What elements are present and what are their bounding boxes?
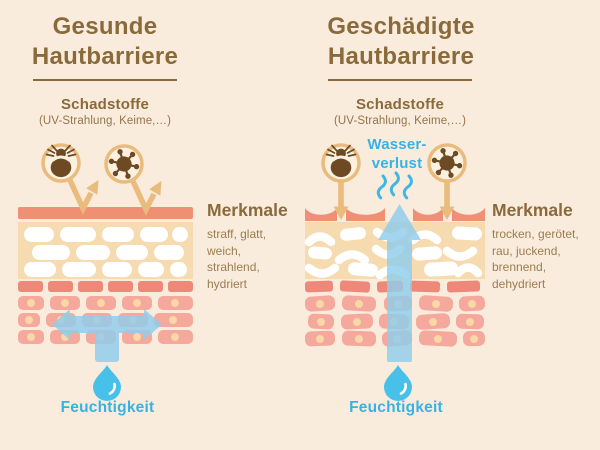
water-loss-line2: verlust bbox=[371, 155, 423, 172]
features-block: Merkmale straff, glatt, weich, strahlend… bbox=[207, 200, 312, 292]
features-line: straff, glatt, bbox=[207, 227, 267, 241]
water-loss-arrow bbox=[378, 204, 421, 362]
features-line: dehydriert bbox=[492, 276, 546, 291]
damaged-panel: Geschädigte Hautbarriere Schadstoffe (UV… bbox=[300, 0, 600, 450]
title-line1: Geschädigte bbox=[327, 13, 475, 40]
pollutants-subtitle: (UV-Strahlung, Keime,…) bbox=[38, 115, 172, 127]
deflected-arrow-icon bbox=[66, 176, 162, 216]
germ-icon bbox=[431, 148, 463, 178]
germ-badge bbox=[427, 143, 467, 183]
germ-badge bbox=[104, 144, 144, 184]
moisture-retained-arrow bbox=[52, 309, 162, 362]
mite-badge bbox=[321, 143, 361, 183]
water-drop-icon bbox=[93, 365, 121, 401]
title-underline bbox=[33, 79, 177, 81]
cell-layer bbox=[18, 222, 193, 279]
title-line1: Gesunde bbox=[52, 13, 158, 40]
moisture-label: Feuchtigkeit bbox=[60, 399, 155, 416]
features-line: strahlend, bbox=[207, 260, 260, 274]
features-heading: Merkmale bbox=[492, 200, 573, 220]
panel-title: Gesunde Hautbarriere bbox=[0, 12, 210, 72]
water-loss-line1: Wasser- bbox=[367, 136, 427, 153]
pollutants-subtitle: (UV-Strahlung, Keime,…) bbox=[333, 115, 467, 127]
moisture-label: Feuchtigkeit bbox=[349, 399, 443, 416]
mite-icon bbox=[325, 144, 357, 178]
skin-surface bbox=[18, 207, 193, 219]
mite-badge bbox=[41, 143, 81, 183]
features-block: Merkmale trocken, gerötet, rau, juckend,… bbox=[492, 200, 597, 292]
title-line2: Hautbarriere bbox=[327, 43, 475, 70]
vapor-icon bbox=[376, 171, 413, 200]
features-line: weich, bbox=[207, 243, 242, 258]
healthy-skin-graphic bbox=[18, 143, 193, 401]
title-underline bbox=[328, 79, 472, 81]
mite-icon bbox=[45, 144, 77, 178]
title-line2: Hautbarriere bbox=[31, 43, 179, 70]
features-line: trocken, gerötet, bbox=[492, 227, 579, 241]
healthy-panel: Gesunde Hautbarriere Schadstoffe (UV-Str… bbox=[0, 12, 288, 416]
features-line: hydriert bbox=[207, 276, 248, 291]
penetration-arrow-icon bbox=[333, 181, 455, 220]
panel-title: Geschädigte Hautbarriere bbox=[300, 12, 502, 72]
skin-surface-cracked bbox=[305, 208, 485, 221]
features-line: rau, juckend, bbox=[492, 243, 561, 258]
water-drop-icon bbox=[384, 365, 412, 401]
pollutants-label: Schadstoffe (UV-Strahlung, Keime,…) bbox=[300, 96, 500, 127]
pollutants-label: Schadstoffe (UV-Strahlung, Keime,…) bbox=[0, 96, 210, 127]
damaged-skin-graphic bbox=[304, 143, 486, 401]
pollutants-heading: Schadstoffe bbox=[355, 96, 445, 113]
pollutants-heading: Schadstoffe bbox=[60, 96, 150, 113]
water-loss-label: Wasser- verlust bbox=[317, 135, 477, 173]
features-heading: Merkmale bbox=[207, 200, 288, 220]
features-line: brennend, bbox=[492, 260, 547, 274]
germ-icon bbox=[108, 149, 140, 179]
